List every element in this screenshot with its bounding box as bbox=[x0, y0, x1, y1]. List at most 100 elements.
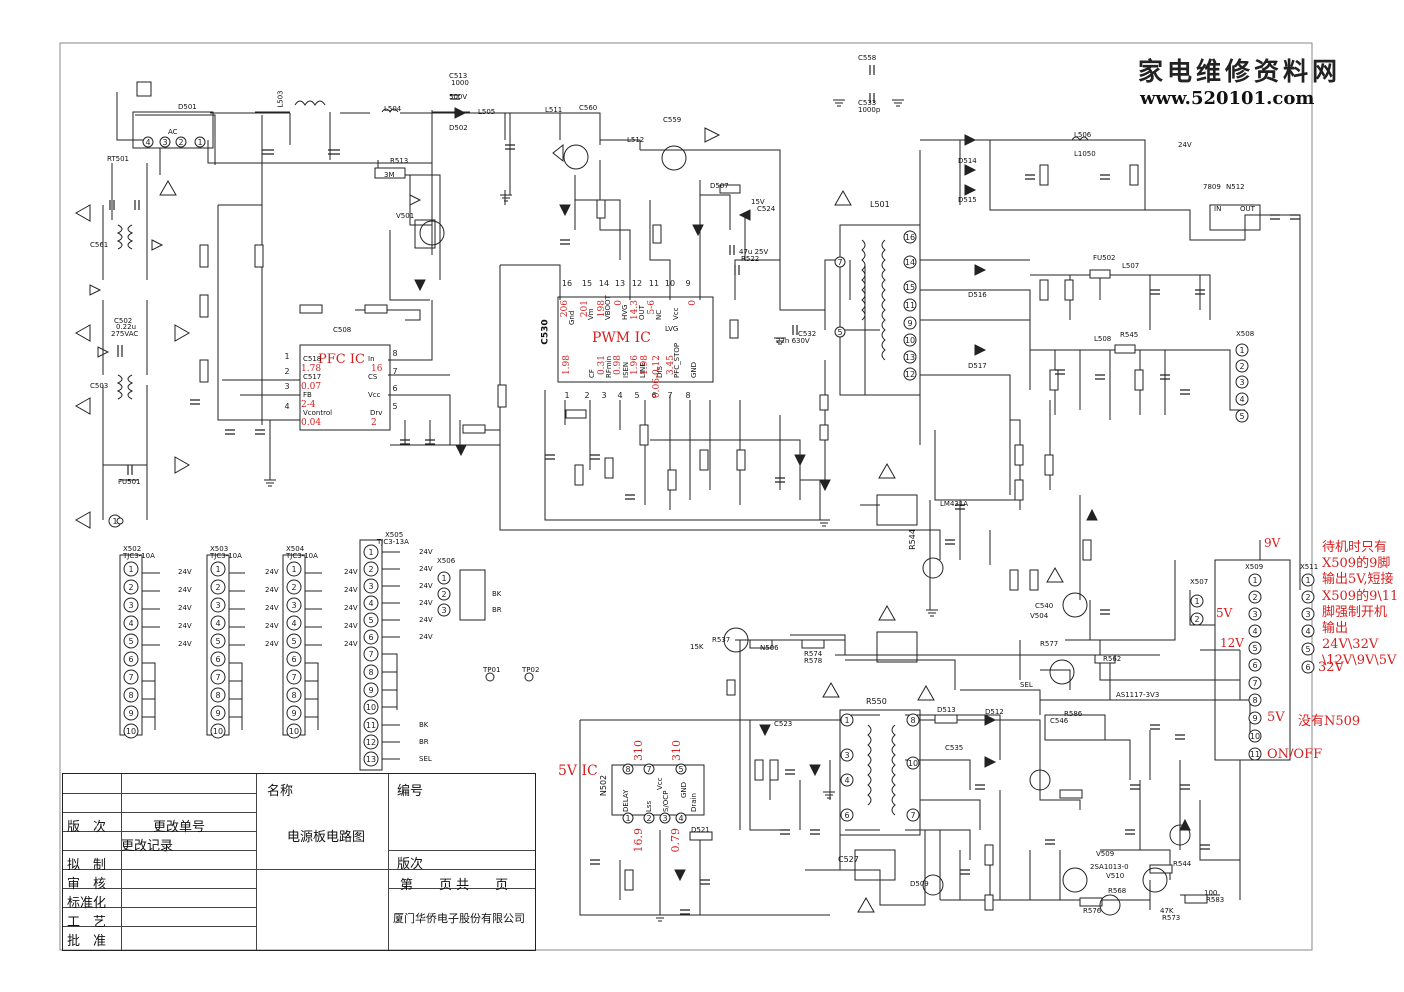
n512-out: OUT bbox=[1240, 205, 1255, 213]
svg-text:14: 14 bbox=[905, 258, 915, 267]
svg-text:3: 3 bbox=[1239, 378, 1244, 387]
x509-5v: 5V bbox=[1216, 606, 1233, 620]
tb-version-label: 版次 bbox=[397, 857, 424, 872]
x505-24v-1: 24V bbox=[419, 548, 433, 556]
c513-value: 1000 bbox=[451, 79, 469, 87]
svg-text:16: 16 bbox=[905, 233, 915, 242]
l507-label: L507 bbox=[1122, 262, 1140, 270]
r572-label: R544 bbox=[1173, 860, 1192, 868]
svg-text:10: 10 bbox=[665, 279, 675, 288]
d517-label: D517 bbox=[968, 362, 987, 370]
n502-pin-drain: Vcc bbox=[656, 777, 664, 791]
x506-label: X506 bbox=[437, 557, 456, 565]
n503-pin-lss: CF bbox=[588, 369, 596, 378]
svg-text:1: 1 bbox=[844, 716, 849, 725]
svg-text:3: 3 bbox=[284, 382, 289, 391]
svg-text:10: 10 bbox=[908, 759, 918, 768]
rt501-label: RT501 bbox=[107, 155, 129, 163]
svg-text:5: 5 bbox=[1239, 412, 1244, 421]
v510-label: R568 bbox=[1108, 887, 1127, 895]
svg-text:4: 4 bbox=[1305, 627, 1310, 636]
r576-value: R573 bbox=[1162, 914, 1181, 922]
x511-32v: 32V bbox=[1318, 660, 1344, 675]
svg-text:5: 5 bbox=[368, 616, 373, 625]
svg-text:3: 3 bbox=[1252, 610, 1257, 619]
l504-label: L504 bbox=[384, 105, 402, 113]
tb-standard: 标准化 bbox=[67, 896, 107, 911]
svg-text:2: 2 bbox=[178, 138, 183, 147]
n512-label: N512 bbox=[1226, 183, 1245, 191]
x508-label: X508 bbox=[1236, 330, 1255, 338]
n503-v14: 0 bbox=[688, 300, 698, 306]
n503-pin-lvg: NC bbox=[655, 309, 663, 320]
r577-label: AS1117-3V3 bbox=[1116, 691, 1160, 699]
n501-pin-cs: Vcontrol bbox=[303, 409, 333, 417]
x503-type: TJC3-10A bbox=[210, 552, 242, 560]
svg-text:3: 3 bbox=[215, 601, 220, 610]
note-line: 脚强制开机 bbox=[1322, 604, 1388, 620]
standby-note: 待机时只有 X509的9脚 输出5V,短接 X509的9\11 脚强制开机 输出… bbox=[1322, 540, 1404, 670]
x503-24v-3: 24V bbox=[265, 604, 279, 612]
svg-text:13: 13 bbox=[905, 353, 915, 362]
x505-24v-3: 24V bbox=[419, 582, 433, 590]
svg-text:2: 2 bbox=[284, 367, 289, 376]
n503-pin-gnd: Vcc bbox=[672, 307, 680, 321]
svg-text:1: 1 bbox=[197, 138, 202, 147]
pwm-ic-label: PWM IC bbox=[592, 330, 651, 346]
svg-text:6: 6 bbox=[651, 391, 656, 400]
t502-label: R550 bbox=[866, 697, 887, 706]
svg-text:5: 5 bbox=[215, 637, 220, 646]
n501-v5: 16 bbox=[371, 364, 383, 374]
x503-24v-1: 24V bbox=[265, 568, 279, 576]
x505-label: X505 bbox=[385, 531, 404, 539]
svg-text:1: 1 bbox=[1194, 597, 1199, 606]
l510-label: V509 bbox=[1096, 850, 1115, 858]
capacitor-symbols bbox=[109, 65, 1300, 915]
svg-text:6: 6 bbox=[392, 384, 397, 393]
x505-br: BR bbox=[419, 738, 429, 746]
l512-label: L512 bbox=[627, 136, 645, 144]
svg-text:14: 14 bbox=[599, 279, 609, 288]
sheet-border bbox=[59, 42, 1313, 951]
svg-text:10: 10 bbox=[1250, 732, 1260, 741]
r573-value: R583 bbox=[1206, 896, 1225, 904]
fu502-label: FU502 bbox=[1093, 254, 1116, 262]
x502-label: X502 bbox=[123, 545, 142, 553]
c560-label: C560 bbox=[579, 104, 598, 112]
n501-pin-gnd: Vcc bbox=[368, 391, 381, 399]
l505-label: L505 bbox=[478, 108, 496, 116]
svg-text:8: 8 bbox=[215, 691, 220, 700]
connector-pins bbox=[123, 544, 534, 767]
fivev-ic-label: 5V IC bbox=[558, 763, 598, 779]
tb-approve: 批 准 bbox=[67, 934, 107, 949]
svg-text:9: 9 bbox=[685, 279, 690, 288]
v504-type: 15K bbox=[690, 643, 704, 651]
svg-text:4: 4 bbox=[145, 138, 150, 147]
svg-text:2: 2 bbox=[1252, 593, 1257, 602]
warning-triangles bbox=[74, 81, 1064, 913]
pfc-ic-label: PFC IC bbox=[318, 352, 365, 367]
svg-text:5: 5 bbox=[291, 637, 296, 646]
note-line: 待机时只有 bbox=[1322, 540, 1388, 555]
n502-v4: 0.79 bbox=[669, 828, 682, 853]
svg-text:2: 2 bbox=[1305, 593, 1310, 602]
n501-v4: 0.04 bbox=[301, 418, 322, 428]
svg-text:11: 11 bbox=[905, 301, 915, 310]
x509-pin9-5v: 5V bbox=[1267, 710, 1285, 725]
svg-text:8: 8 bbox=[1252, 696, 1257, 705]
svg-text:6: 6 bbox=[844, 811, 849, 820]
x502-24v-1: 24V bbox=[178, 568, 192, 576]
svg-text:2: 2 bbox=[215, 583, 220, 592]
svg-text:4: 4 bbox=[291, 619, 296, 628]
tb-process: 工 艺 bbox=[67, 915, 107, 930]
svg-text:4: 4 bbox=[1239, 395, 1244, 404]
svg-text:7: 7 bbox=[392, 367, 397, 376]
x509-label: X509 bbox=[1245, 563, 1264, 571]
x511-label: X511 bbox=[1300, 563, 1319, 571]
tb-number-label: 编号 bbox=[397, 784, 424, 799]
svg-text:6: 6 bbox=[368, 633, 373, 642]
svg-text:1: 1 bbox=[128, 565, 133, 574]
svg-text:9: 9 bbox=[907, 319, 912, 328]
n503-pin-nc: HVG bbox=[621, 304, 629, 320]
n501-pin-vcc: In bbox=[368, 355, 375, 363]
